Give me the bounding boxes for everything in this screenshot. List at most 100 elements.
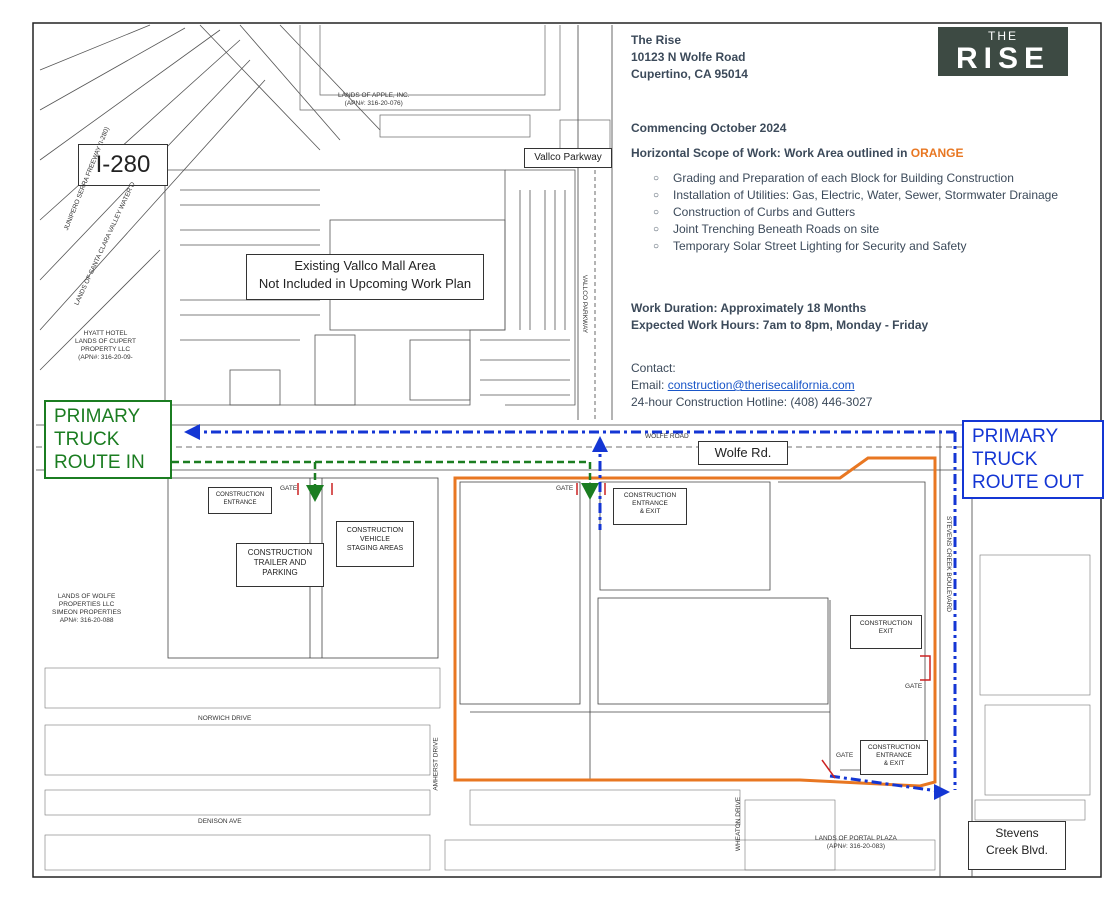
entrance-exit-line: & EXIT (883, 760, 905, 767)
gate-markers (297, 483, 931, 779)
mall-area-label: Existing Vallco Mall Area Not Included i… (246, 254, 484, 300)
scope-heading-prefix: Horizontal Scope of Work: Work Area outl… (631, 146, 911, 160)
gate-label-west: GATE (280, 485, 298, 492)
circle-bullet-icon: ○ (653, 207, 660, 218)
scope-item-text: Joint Trenching Beneath Roads on site (673, 222, 880, 236)
hyatt-line: (APN#: 316-20-09- (78, 354, 133, 361)
work-hours: Expected Work Hours: 7am to 8pm, Monday … (631, 318, 929, 332)
route-in-arrow-1 (306, 485, 324, 502)
entrance-exit-box-south: CONSTRUCTION ENTRANCE & EXIT (860, 740, 928, 775)
scope-item-text: Construction of Curbs and Gutters (673, 205, 856, 219)
scope-item: ○Temporary Solar Street Lighting for Sec… (653, 238, 1073, 255)
apple-lands-label: LANDS OF APPLE, INC. (APN#: 316-20-076) (338, 92, 410, 108)
circle-bullet-icon: ○ (653, 173, 660, 184)
entrance-exit-line: ENTRANCE (876, 752, 912, 759)
entrance-exit-box-north: CONSTRUCTION ENTRANCE & EXIT (613, 488, 687, 525)
staging-line: STAGING AREAS (346, 545, 404, 552)
route-in-label: PRIMARY TRUCK ROUTE IN (44, 400, 172, 479)
construction-exit-line: CONSTRUCTION (859, 620, 913, 627)
scope-item: ○ Joint Trenching Beneath Roads on site (653, 221, 1073, 238)
wolfe-props-line: APN#: 316-20-088 (59, 617, 114, 624)
wolfe-road (36, 424, 1098, 471)
hyatt-line: HYATT HOTEL (83, 330, 128, 337)
mall-area-line2: Not Included in Upcoming Work Plan (258, 276, 472, 291)
logo-top-text: THE (988, 29, 1018, 43)
contact-email-link[interactable]: construction@therisecalifornia.com (667, 378, 855, 392)
portal-plaza-label: LANDS OF PORTAL PLAZA (APN#: 316-20-083) (815, 835, 897, 851)
scope-list: ○ Grading and Preparation of each Block f… (653, 170, 1073, 255)
wheaton-label: WHEATON DRIVE (735, 796, 743, 852)
stevens-creek-line2: Creek Blvd. (985, 843, 1049, 857)
project-address-line2: Cupertino, CA 95014 (631, 67, 748, 81)
scope-item: ○ Construction of Curbs and Gutters (653, 204, 1073, 221)
entrance-exit-line: CONSTRUCTION (623, 492, 677, 499)
scope-item-text: Temporary Solar Street Lighting for Secu… (673, 239, 967, 253)
site-internal-roads (459, 481, 926, 780)
gate-label-center: GATE (556, 485, 574, 492)
scope-item-text: Grading and Preparation of each Block fo… (673, 171, 1014, 185)
route-out-line: PRIMARY (972, 426, 1059, 447)
circle-bullet-icon: ○ (653, 190, 660, 201)
route-in-arrow-2 (581, 483, 599, 500)
residential-blocks (44, 554, 1091, 871)
route-out-arrow-east (934, 784, 950, 800)
trailer-parking-box: CONSTRUCTION TRAILER AND PARKING (236, 543, 324, 587)
scope-item: ○ Grading and Preparation of each Block f… (653, 170, 1073, 187)
hyatt-line: PROPERTY LLC (80, 346, 131, 353)
work-duration: Work Duration: Approximately 18 Months (631, 301, 867, 315)
scope-item-text: Installation of Utilities: Gas, Electric… (673, 188, 1059, 202)
route-out-line: ROUTE OUT (972, 472, 1084, 493)
construction-entrance-box: CONSTRUCTION ENTRANCE (208, 487, 272, 514)
contact-email-line: Email: construction@therisecalifornia.co… (631, 378, 855, 392)
vallco-parkway-road (577, 25, 613, 420)
wolfe-rd-label: Wolfe Rd. (698, 441, 788, 465)
denison-label: DENISON AVE (198, 818, 242, 825)
stevens-creek-label: Stevens Creek Blvd. (968, 821, 1066, 870)
wolfe-props-line: PROPERTIES LLC (58, 601, 115, 608)
route-in-line: ROUTE IN (54, 452, 145, 473)
stevens-creek-vertical-label: STEVENS CREEK BOULEVARD (944, 516, 952, 612)
trailer-line: TRAILER AND (253, 558, 307, 567)
mall-area-line1: Existing Vallco Mall Area (294, 258, 436, 273)
project-name: The Rise (631, 33, 682, 47)
route-out-line: TRUCK (972, 449, 1038, 470)
route-out-path (190, 430, 957, 794)
contact-hotline: 24-hour Construction Hotline: (408) 446-… (631, 395, 873, 409)
wolfe-props-line: SIMEON PROPERTIES (52, 609, 122, 616)
construction-exit-box: CONSTRUCTION EXIT (850, 615, 922, 649)
circle-bullet-icon: ○ (653, 224, 660, 235)
the-rise-logo: THE RISE (938, 27, 1068, 76)
trailer-line: CONSTRUCTION (247, 548, 313, 557)
hyatt-label: HYATT HOTEL LANDS OF CUPERT PROPERTY LLC… (75, 330, 136, 362)
contact-email-label: Email: (631, 378, 668, 392)
staging-line: CONSTRUCTION (346, 527, 404, 534)
commencing-text: Commencing October 2024 (631, 121, 787, 135)
freeway-lines (39, 24, 381, 371)
stevens-creek-road (939, 430, 973, 877)
route-out-arrow-west (184, 424, 200, 440)
gate-label-east: GATE (905, 683, 923, 690)
contact-heading: Contact: (631, 361, 676, 375)
wolfe-props-line: LANDS OF WOLFE (57, 593, 116, 600)
scope-heading: Horizontal Scope of Work: Work Area outl… (631, 146, 963, 160)
scope-item: ○ Installation of Utilities: Gas, Electri… (653, 187, 1073, 204)
project-address-line1: 10123 N Wolfe Road (631, 50, 746, 64)
portal-line: LANDS OF PORTAL PLAZA (815, 835, 897, 842)
vallco-parkway-vertical-label: VALLCO PARKWAY (581, 274, 589, 334)
hyatt-line: LANDS OF CUPERT (75, 338, 136, 345)
entrance-exit-line: ENTRANCE (632, 500, 668, 507)
construction-exit-line: EXIT (878, 628, 894, 635)
gate-label-south: GATE (836, 752, 854, 759)
work-area-outline (453, 456, 937, 788)
stevens-creek-line1: Stevens (995, 826, 1039, 840)
vallco-parkway-label: Vallco Parkway (524, 148, 612, 168)
apple-line: LANDS OF APPLE, INC. (338, 92, 410, 99)
scope-heading-highlight: ORANGE (910, 146, 964, 160)
wolfe-properties-label: LANDS OF WOLFE PROPERTIES LLC SIMEON PRO… (52, 593, 121, 625)
staging-area-box: CONSTRUCTION VEHICLE STAGING AREAS (336, 521, 414, 567)
portal-line: (APN#: 316-20-083) (826, 843, 886, 850)
apple-lands (299, 25, 611, 151)
route-in-line: TRUCK (54, 429, 120, 450)
entrance-exit-line: & EXIT (639, 508, 661, 515)
staging-line: VEHICLE (360, 536, 390, 543)
